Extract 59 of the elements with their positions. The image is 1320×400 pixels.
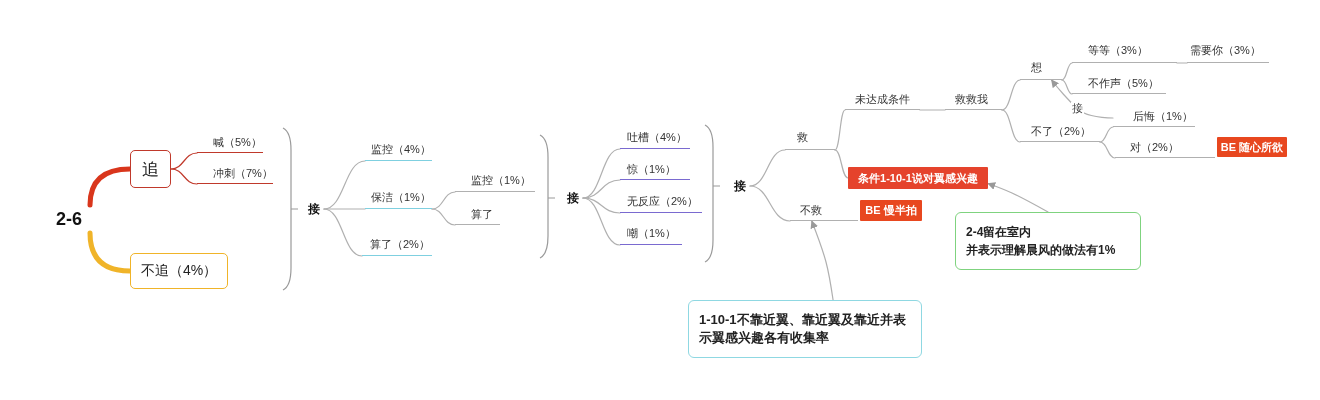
- branch-topic: 保洁（1%）: [365, 188, 432, 209]
- branch-topic: 无反应（2%）: [620, 192, 702, 213]
- topic-box: 追: [130, 150, 171, 188]
- end-tag: BE 随心所欲: [1217, 137, 1287, 157]
- branch-topic: 救: [785, 128, 835, 150]
- end-tag: 条件1-10-1说对翼感兴趣: [848, 167, 988, 189]
- branch-line: [323, 208, 363, 257]
- branch-topic: 嘲（1%）: [620, 224, 682, 245]
- branch-topic: 吐槽（4%）: [620, 128, 690, 149]
- branch-topic: 喊（5%）: [197, 133, 263, 153]
- branch-line: [170, 152, 198, 170]
- branch-line: [582, 179, 621, 199]
- branch-topic: 救救我: [945, 90, 1002, 110]
- arrow: [987, 182, 1049, 213]
- branch-line: [582, 197, 621, 214]
- branch-topic: 算了: [455, 205, 500, 225]
- branch-line: [1061, 79, 1073, 95]
- branch-topic: 想: [1020, 58, 1062, 80]
- branch-line: [749, 185, 791, 222]
- branch-line: [1001, 109, 1021, 143]
- note-box: 1-10-1不靠近翼、靠近翼及靠近并表示翼感兴趣各有收集率: [688, 300, 922, 358]
- note-text: 2-4留在室内: [966, 224, 1033, 241]
- branch-line: [170, 168, 198, 185]
- branch-topic: 对（2%）: [1115, 138, 1215, 158]
- branch-topic: 监控（4%）: [365, 140, 432, 161]
- branch-topic: 惊（1%）: [620, 160, 690, 180]
- branch-topic: 算了（2%）: [362, 235, 432, 256]
- branch-line: [1176, 62, 1188, 64]
- branch-topic: 冲刺（7%）: [197, 164, 273, 184]
- branch-topic: 不作声（5%）: [1072, 74, 1166, 94]
- branch-line: [1061, 62, 1073, 81]
- branch-topic: 未达成条件: [845, 90, 920, 110]
- note-text: 并表示理解晨风的做法有1%: [966, 242, 1117, 259]
- end-tag: BE 慢半拍: [860, 200, 922, 221]
- summary-topic: 接: [304, 200, 324, 218]
- branch-topic: 不了（2%）: [1020, 122, 1100, 142]
- central-topic: 2-6: [56, 205, 90, 233]
- branch-topic: 监控（1%）: [455, 171, 535, 192]
- note-box: [955, 212, 1141, 270]
- branch-line: [834, 149, 849, 179]
- edge-label: 接: [1070, 101, 1084, 115]
- topic-box: 不追（4%）: [130, 253, 228, 289]
- branch-line: [323, 208, 366, 210]
- branch-line: [582, 197, 621, 246]
- branch-line: [749, 149, 786, 187]
- branch-line: [1099, 141, 1116, 159]
- branch-topic: 需要你（3%）: [1187, 41, 1269, 63]
- summary-topic: 接: [730, 177, 750, 195]
- branch-line: [431, 208, 456, 226]
- arrow: [810, 220, 834, 301]
- branch-line: [1099, 126, 1114, 143]
- branch-topic: 后悔（1%）: [1113, 107, 1195, 127]
- branch-line: [834, 109, 846, 151]
- branch-line: [431, 191, 456, 210]
- branch-topic: 不救: [790, 201, 858, 221]
- branch-line: [919, 109, 946, 111]
- branch-line: [1001, 79, 1021, 111]
- branch-topic: 等等（3%）: [1072, 41, 1177, 63]
- summary-topic: 接: [563, 189, 583, 207]
